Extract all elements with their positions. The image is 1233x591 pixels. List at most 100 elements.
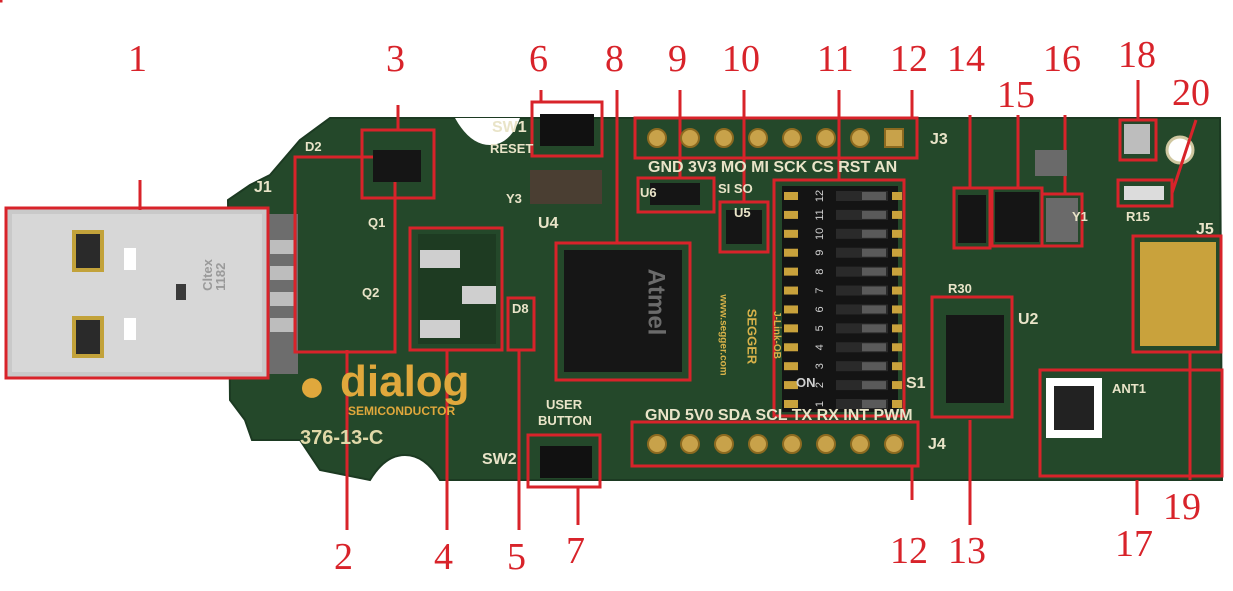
dip-position-label: 3 bbox=[814, 363, 826, 369]
dip-position-label: 11 bbox=[814, 209, 826, 220]
silk-j4: J4 bbox=[928, 436, 946, 453]
silk-user: USER bbox=[546, 397, 583, 412]
callout-12-top: 12 bbox=[890, 38, 928, 80]
silk-reset: RESET bbox=[490, 141, 534, 156]
dip-pad bbox=[892, 286, 902, 295]
dip-pad bbox=[784, 210, 798, 219]
silk-y1: Y1 bbox=[1072, 209, 1088, 224]
dip-position-label: 1 bbox=[814, 401, 826, 407]
box-6 bbox=[530, 100, 604, 158]
atmel-marking: Atmel bbox=[642, 268, 670, 336]
dialog-logo-brand: dialog bbox=[340, 357, 470, 406]
callout-10: 10 bbox=[722, 38, 760, 80]
callout-20: 20 bbox=[1172, 72, 1210, 114]
box-4 bbox=[408, 226, 504, 352]
silk-r15: R15 bbox=[1126, 209, 1150, 224]
callout-11: 11 bbox=[817, 38, 854, 80]
dip-pad bbox=[784, 324, 798, 333]
silk-j5: J5 bbox=[1196, 221, 1214, 238]
silk-u5: U5 bbox=[734, 205, 751, 220]
box-12b bbox=[630, 420, 920, 468]
dip-pad bbox=[784, 305, 798, 314]
dip-pad bbox=[892, 381, 902, 390]
dip-position-label: 10 bbox=[814, 228, 826, 240]
callout-14: 14 bbox=[947, 38, 985, 80]
box-16 bbox=[1040, 192, 1084, 248]
silk-d8: D8 bbox=[512, 301, 529, 316]
segger-url: www.segger.com bbox=[717, 294, 729, 376]
silk-si-so: SI SO bbox=[718, 181, 753, 196]
callout-2: 2 bbox=[334, 536, 353, 578]
callout-8: 8 bbox=[605, 38, 624, 80]
silk-sw1: SW1 bbox=[492, 119, 527, 136]
silk-j1: J1 bbox=[254, 179, 272, 196]
dialog-logo-sub: SEMICONDUCTOR bbox=[348, 404, 456, 418]
dip-knob bbox=[862, 324, 886, 333]
dip-pad bbox=[784, 286, 798, 295]
dip-knob bbox=[862, 267, 886, 276]
dip-position-label: 5 bbox=[814, 325, 826, 331]
leader-lines bbox=[138, 80, 1198, 530]
silk-button: BUTTON bbox=[538, 413, 592, 428]
dip-pad bbox=[892, 324, 902, 333]
silk-u6: U6 bbox=[640, 185, 657, 200]
box-14 bbox=[952, 186, 992, 250]
callout-15: 15 bbox=[997, 74, 1035, 116]
dip-pad bbox=[784, 400, 798, 408]
mounting-hole bbox=[1165, 135, 1195, 165]
box-8 bbox=[554, 241, 692, 382]
callout-9: 9 bbox=[668, 38, 687, 80]
dip-pad bbox=[784, 267, 798, 276]
callout-5: 5 bbox=[507, 536, 526, 578]
box-9 bbox=[636, 176, 716, 214]
dip-pad bbox=[784, 343, 798, 352]
dip-position-label: 12 bbox=[814, 190, 826, 202]
callout-18: 18 bbox=[1118, 34, 1156, 76]
box-2 bbox=[0, 0, 3, 3]
callout-12-bottom: 12 bbox=[890, 530, 928, 572]
callout-6: 6 bbox=[529, 38, 548, 80]
dip-pad bbox=[892, 400, 902, 408]
dip-knob bbox=[862, 381, 886, 390]
callout-19: 19 bbox=[1163, 486, 1201, 528]
callout-13: 13 bbox=[948, 530, 986, 572]
dip-pad bbox=[892, 362, 902, 371]
callout-16: 16 bbox=[1043, 38, 1081, 80]
dip-pad bbox=[784, 248, 798, 257]
callout-17: 17 bbox=[1115, 523, 1153, 565]
dip-knob bbox=[862, 362, 886, 371]
components bbox=[373, 114, 1216, 478]
box-1 bbox=[4, 206, 270, 380]
box-7 bbox=[526, 433, 602, 489]
dip-knob bbox=[862, 229, 886, 238]
dip-knob bbox=[862, 210, 886, 219]
dip-pad bbox=[892, 192, 902, 200]
dip-knob bbox=[862, 192, 886, 200]
silk-ant1: ANT1 bbox=[1112, 381, 1146, 396]
silk-s1: S1 bbox=[906, 375, 926, 392]
silk-j4-header: GND 5V0 SDA SCL TX RX INT PWM bbox=[645, 407, 913, 424]
silk-u4: U4 bbox=[538, 215, 559, 232]
dip-position-label: 8 bbox=[814, 269, 826, 275]
silk-q1: Q1 bbox=[368, 215, 386, 230]
dip-pad bbox=[892, 210, 902, 219]
silk-board-id: 376-13-C bbox=[300, 427, 384, 449]
pcb-notch-top bbox=[455, 118, 520, 145]
dialog-logo-icon: ● bbox=[298, 359, 326, 411]
silk-j3: J3 bbox=[930, 131, 948, 148]
dip-pad bbox=[784, 381, 798, 390]
dip-position-label: 9 bbox=[814, 250, 826, 256]
callout-3: 3 bbox=[386, 38, 405, 80]
callout-7: 7 bbox=[566, 530, 585, 572]
box-17 bbox=[1038, 368, 1224, 478]
usb-marking: Cltex 1182 bbox=[199, 259, 228, 291]
box-12a bbox=[633, 116, 919, 160]
dip-pad bbox=[892, 267, 902, 276]
silk-q2: Q2 bbox=[362, 285, 380, 300]
box-13 bbox=[930, 295, 1014, 419]
dip-knob bbox=[862, 248, 886, 257]
dip-position-label: 6 bbox=[814, 306, 826, 312]
dip-pad bbox=[892, 229, 902, 238]
